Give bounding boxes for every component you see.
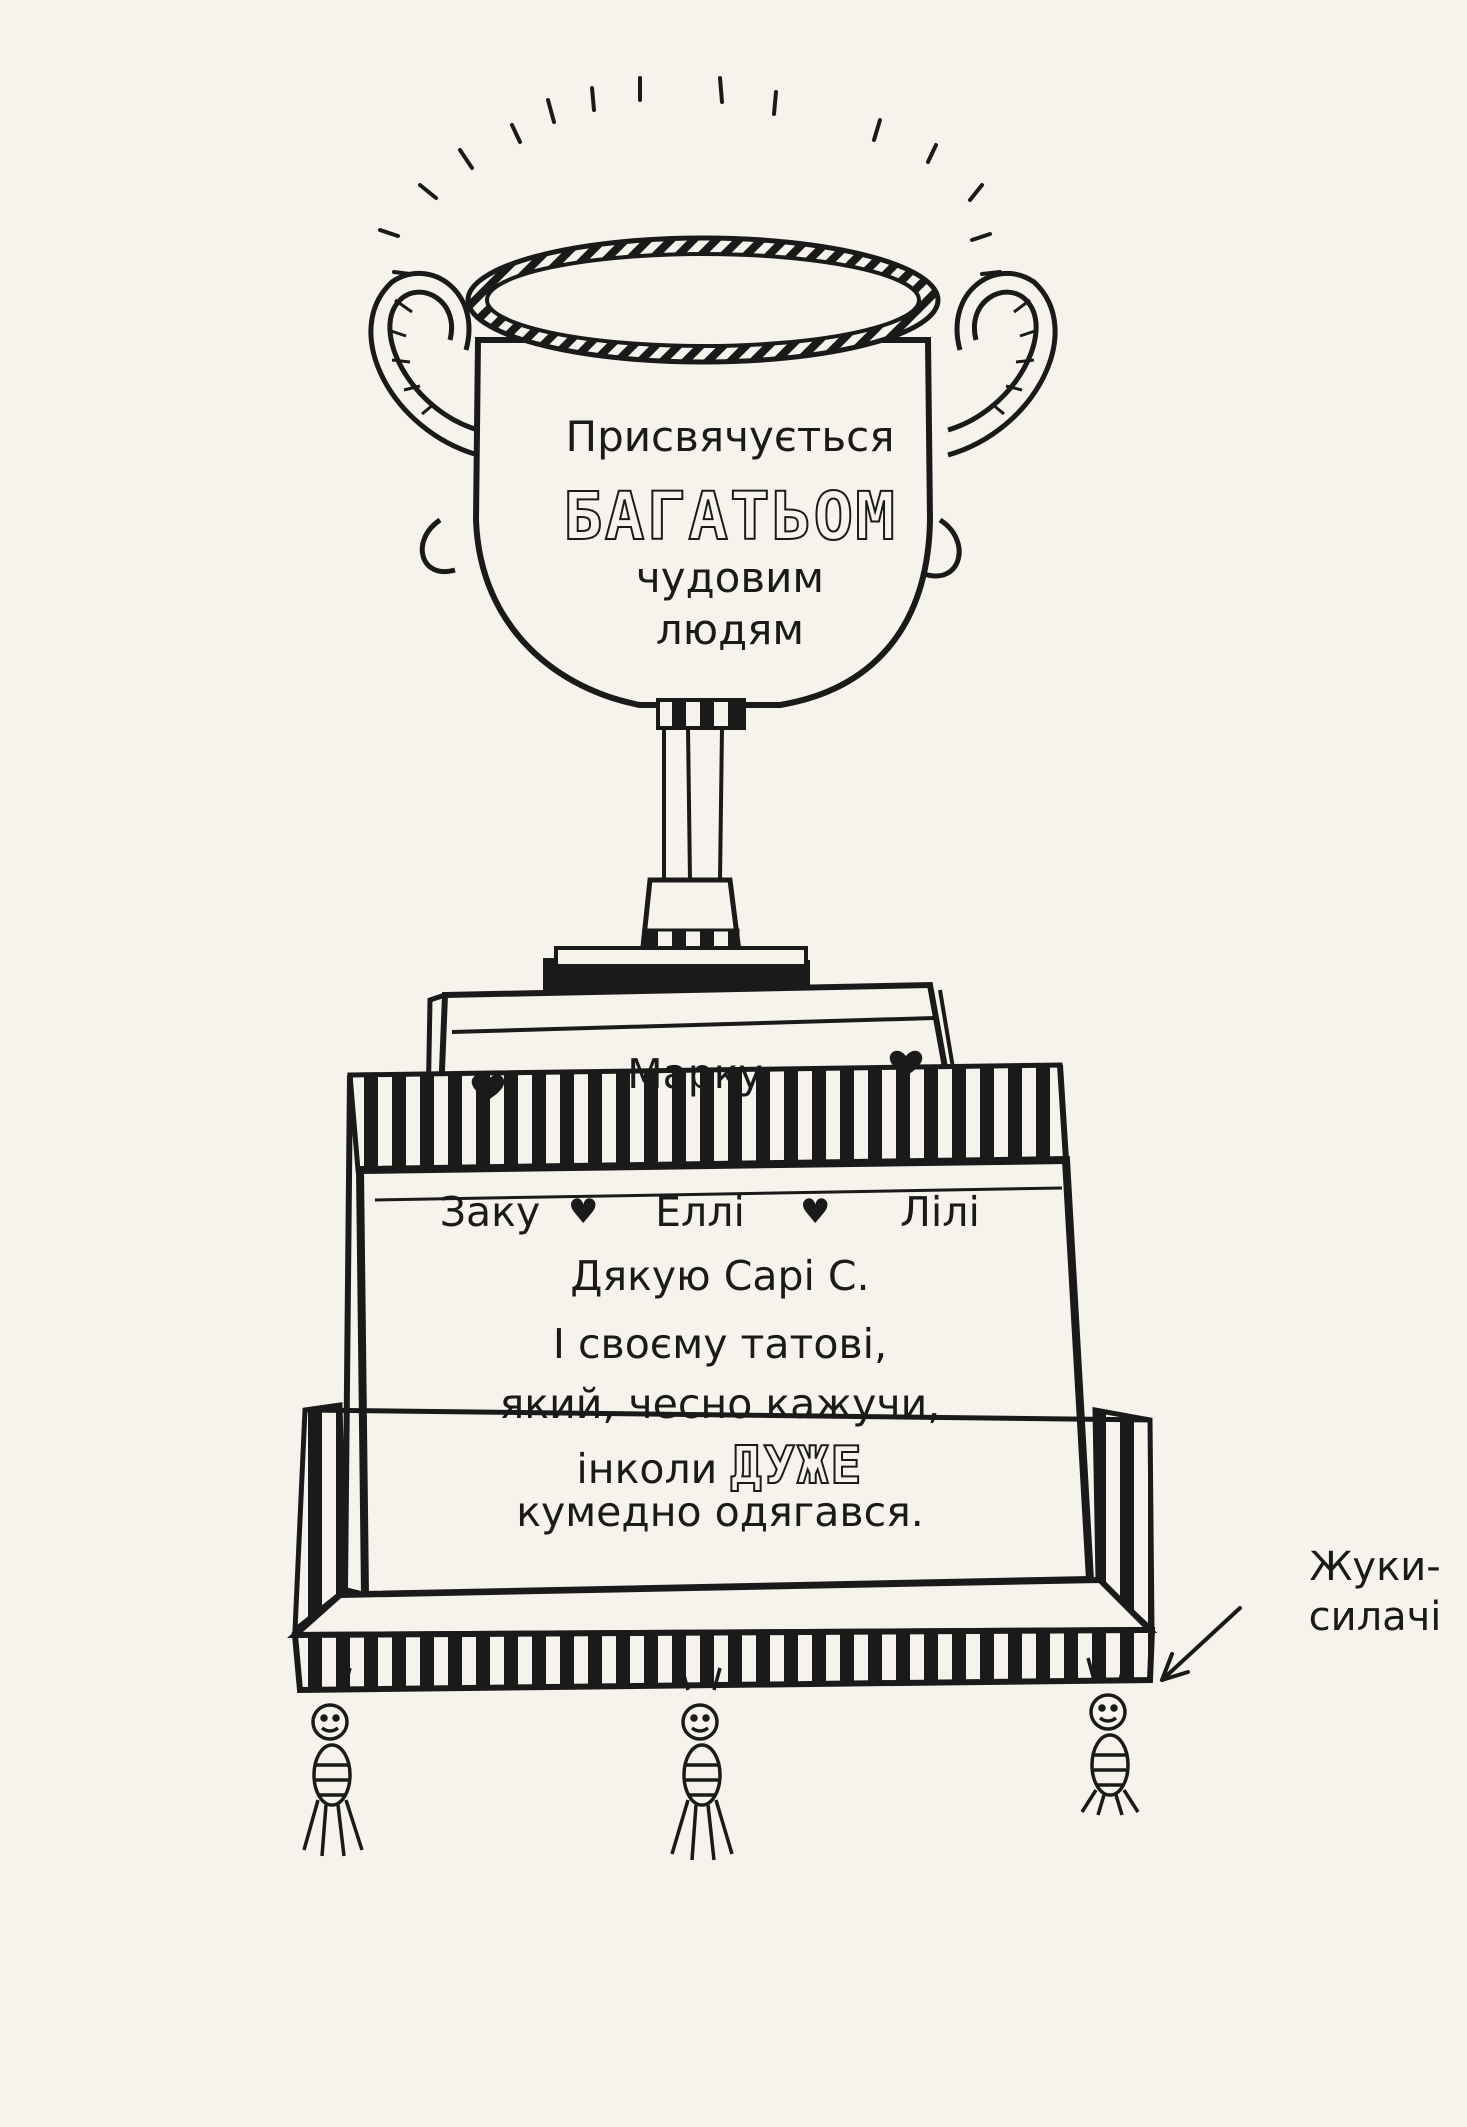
lower-platform-front <box>291 1626 1156 1694</box>
bugs-caption-line-1: Жуки- <box>1309 1544 1441 1590</box>
names-row: Заку ♥ Еллі ♥ Лілі <box>430 1188 1030 1244</box>
strong-bug-right <box>1080 1657 1140 1816</box>
bugs-caption: Жуки- силачі <box>1290 1542 1460 1642</box>
cup-stem-collar <box>656 698 746 730</box>
trophy-line-many: БАГАТЬОМ <box>562 477 897 556</box>
bugs-caption-line-2: силачі <box>1308 1594 1442 1640</box>
trophy-line-people: людям <box>655 605 805 654</box>
cup-handles <box>368 270 1058 579</box>
strong-bug-left <box>302 1667 364 1857</box>
thanks-line: Дякую Сарі С. <box>570 1252 870 1300</box>
name-elli: Еллі <box>655 1188 745 1236</box>
cup-handle-stripes <box>387 298 1039 416</box>
lower-platform-side-left <box>292 1402 348 1636</box>
plaque-name: Марку <box>627 1050 763 1098</box>
strong-bug-middle <box>670 1667 734 1861</box>
trophy-line-wonderful: чудовим <box>635 553 825 602</box>
dad-line-1: І своєму татові, <box>552 1320 888 1368</box>
cup-stem <box>662 726 725 882</box>
dad-line-4: кумедно одягався. <box>516 1488 924 1536</box>
dad-line-3-pre: інколи <box>576 1445 718 1493</box>
dad-line-3: інколи ДУЖЕ <box>350 1435 1090 1497</box>
dad-line-3-emphasis: ДУЖЕ <box>729 1435 864 1497</box>
heart-icon: ♥ <box>800 1192 831 1232</box>
trophy-line-dedicated: Присвячується <box>565 412 895 461</box>
arrow-icon <box>1160 1606 1242 1682</box>
heart-icon <box>471 1050 923 1100</box>
name-zak: Заку <box>439 1188 541 1236</box>
name-lili: Лілі <box>900 1188 980 1236</box>
dad-line-2: який, чесно кажучи, <box>499 1380 941 1428</box>
heart-icon: ♥ <box>568 1192 599 1232</box>
